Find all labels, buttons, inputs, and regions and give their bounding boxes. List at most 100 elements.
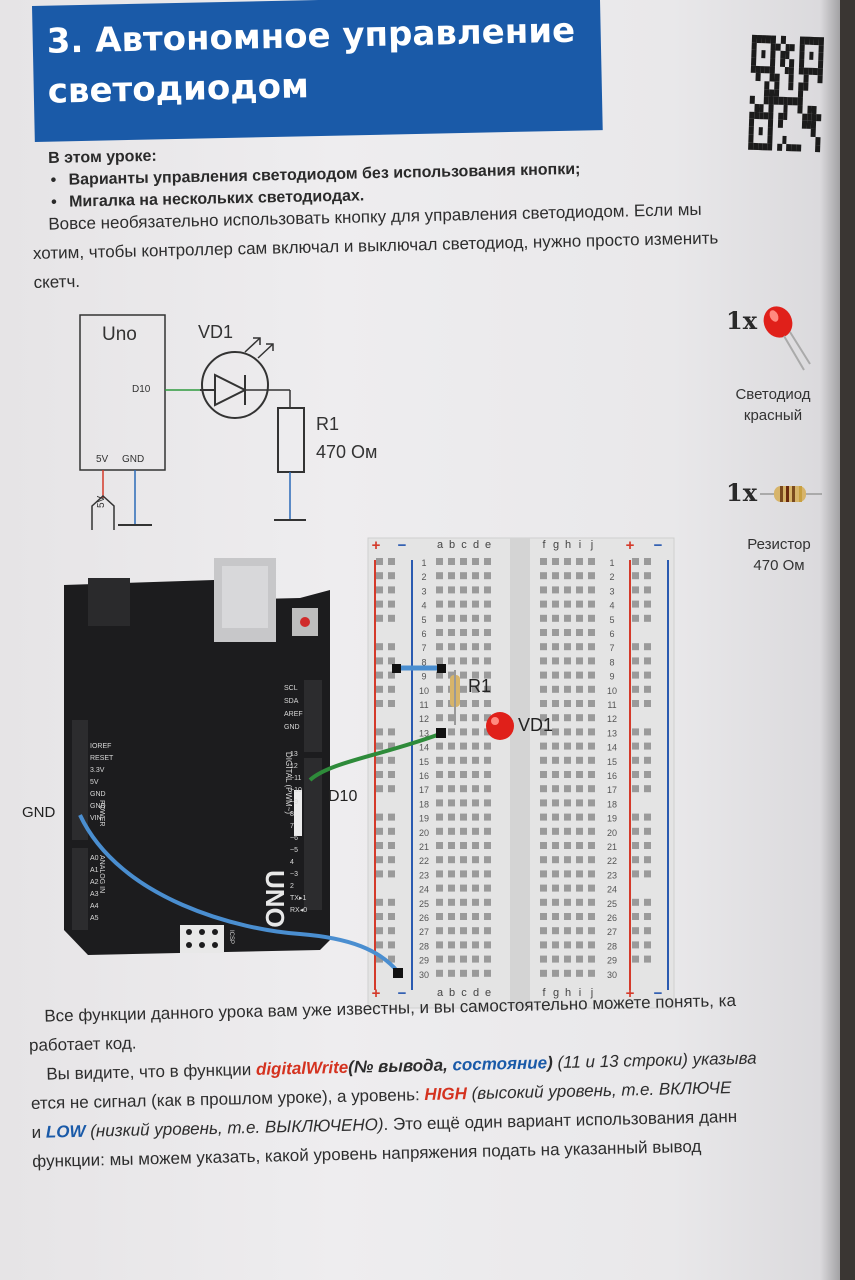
qr-module [799,44,805,52]
breadboard-rail-hole [388,600,395,608]
breadboard-row-number: 24 [419,885,429,895]
qr-module [789,66,795,75]
function-arg-state: состояние [452,1053,548,1075]
breadboard-hole [448,884,455,892]
breadboard-col-label: d [473,539,479,551]
breadboard-hole [576,643,583,651]
low-keyword: LOW [45,1121,86,1142]
breadboard-hole [552,771,559,778]
breadboard-hole [436,558,443,565]
breadboard-hole [576,898,583,906]
breadboard-rail-hole [644,941,651,949]
breadboard-hole [472,955,479,963]
breadboard-hole [564,884,571,892]
breadboard-hole [460,685,467,693]
breadboard-hole [552,941,559,949]
breadboard-hole [540,842,547,849]
breadboard-row-number: 8 [421,657,426,667]
breadboard-hole [576,614,583,622]
board-pin-label: 2 [290,883,294,890]
breadboard-hole [540,700,547,707]
board-pin-label: ~10 [290,787,302,794]
breadboard-col-label: a [437,539,444,551]
breadboard-col-label: b [449,539,455,551]
breadboard-row-number: 8 [609,657,614,667]
board-pin-label: A1 [90,867,99,874]
breadboard-hole [448,955,455,963]
breadboard-hole [484,685,491,693]
board-pin-label: A2 [90,879,99,886]
breadboard-hole [460,927,467,935]
breadboard-row-number: 12 [607,714,617,724]
breadboard-hole [588,600,595,608]
breadboard-hole [472,842,479,849]
breadboard-hole [588,913,595,920]
breadboard-hole [552,870,559,878]
breadboard-hole [588,714,595,722]
breadboard-hole [552,558,559,565]
breadboard-row-number: 20 [419,828,429,838]
breadboard-row-number: 6 [421,629,426,639]
board-section-label: POWER [98,800,105,826]
breadboard-hole [472,558,479,565]
breadboard-hole [564,927,571,935]
breadboard-rail-hole [644,842,651,849]
led-part-name: Светодиод красный [728,384,818,426]
qr-module [784,51,790,60]
breadboard-rail-hole [632,941,639,949]
breadboard-row-number: 24 [607,885,617,895]
qr-module [774,73,780,82]
board-pin-label: 13 [290,751,298,758]
breadboard-hole [564,742,571,750]
board-pin-label: GND [90,803,106,810]
breadboard-hole [540,969,547,977]
breadboard-hole [552,572,559,580]
breadboard-col-label: d [473,987,479,999]
breadboard-hole [436,913,443,920]
breadboard-col-label: i [579,987,581,999]
breadboard-hole [448,785,455,793]
qr-module [748,134,754,143]
breadboard-row-number: 30 [607,970,617,980]
qr-module [764,81,770,90]
breadboard-hole [460,771,467,778]
breadboard-hole [564,671,571,679]
breadboard-hole [472,827,479,835]
breadboard-hole [540,771,547,778]
circuit-schematic: Uno D10 5V GND 5V VD1 R1 470 Ом [70,310,430,535]
breadboard-hole [588,955,595,963]
breadboard-row-number: 4 [421,601,426,611]
breadboard-hole [552,913,559,920]
qr-code-icon [748,34,825,155]
breadboard-col-label: c [461,539,467,551]
breadboard-hole [576,700,583,707]
breadboard-hole [472,756,479,764]
breadboard-rail-hole [632,614,639,622]
qr-module [808,52,814,60]
breadboard-hole [436,614,443,622]
breadboard-rail-hole [388,813,395,821]
board-pin-label: ~9 [290,799,298,806]
schematic-pin-5v: 5V [96,454,109,465]
breadboard-hole [436,629,443,636]
qr-module [749,96,755,105]
breadboard-rail-hole [632,785,639,793]
breadboard-hole [472,927,479,935]
breadboard-hole [540,927,547,935]
resistor-icon [760,486,822,502]
breadboard-hole [472,771,479,778]
breadboard-rail-sign: + [626,537,635,554]
breadboard-hole [460,913,467,920]
breadboard-hole [436,898,443,906]
breadboard-row-number: 18 [607,799,617,809]
board-pin-label: 3.3V [90,767,105,774]
breadboard-hole [588,856,595,864]
breadboard-col-label: e [485,539,491,551]
breadboard-hole [564,586,571,594]
breadboard-hole [436,685,443,693]
breadboard-hole [460,742,467,750]
breadboard-hole [564,657,571,665]
board-pin-label: VIN [90,815,102,822]
breadboard-rail-hole [376,558,383,565]
